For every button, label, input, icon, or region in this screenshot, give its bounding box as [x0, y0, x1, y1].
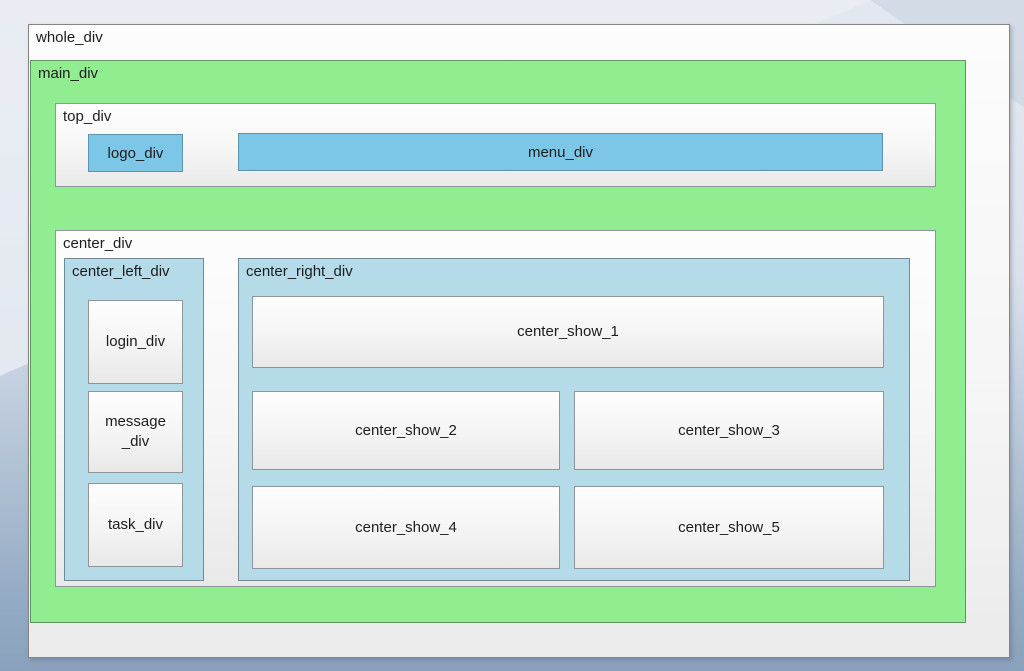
center-div-label: center_div [63, 234, 132, 253]
center-right-div: center_right_div center_show_1 center_sh… [238, 258, 910, 581]
logo-div: logo_div [88, 134, 183, 172]
center-show-3: center_show_3 [574, 391, 884, 470]
center-right-div-label: center_right_div [246, 262, 353, 281]
menu-div: menu_div [238, 133, 883, 171]
main-div: main_div top_div logo_div menu_div cente… [30, 60, 966, 623]
center-left-div-label: center_left_div [72, 262, 170, 281]
task-div-label: task_div [103, 515, 168, 535]
center-show-1: center_show_1 [252, 296, 884, 368]
top-div: top_div logo_div menu_div [55, 103, 936, 187]
whole-div: whole_div main_div top_div logo_div menu… [28, 24, 1010, 658]
message-div: message_div [88, 391, 183, 473]
center-show-5: center_show_5 [574, 486, 884, 569]
center-show-2: center_show_2 [252, 391, 560, 470]
center-left-div: center_left_div login_div message_div ta… [64, 258, 204, 581]
login-div: login_div [88, 300, 183, 384]
top-div-label: top_div [63, 107, 111, 126]
whole-div-label: whole_div [36, 28, 103, 47]
message-div-label: message_div [103, 412, 168, 452]
center-show-4: center_show_4 [252, 486, 560, 569]
task-div: task_div [88, 483, 183, 567]
center-div: center_div center_left_div login_div mes… [55, 230, 936, 587]
main-div-label: main_div [38, 64, 98, 83]
login-div-label: login_div [103, 332, 168, 352]
